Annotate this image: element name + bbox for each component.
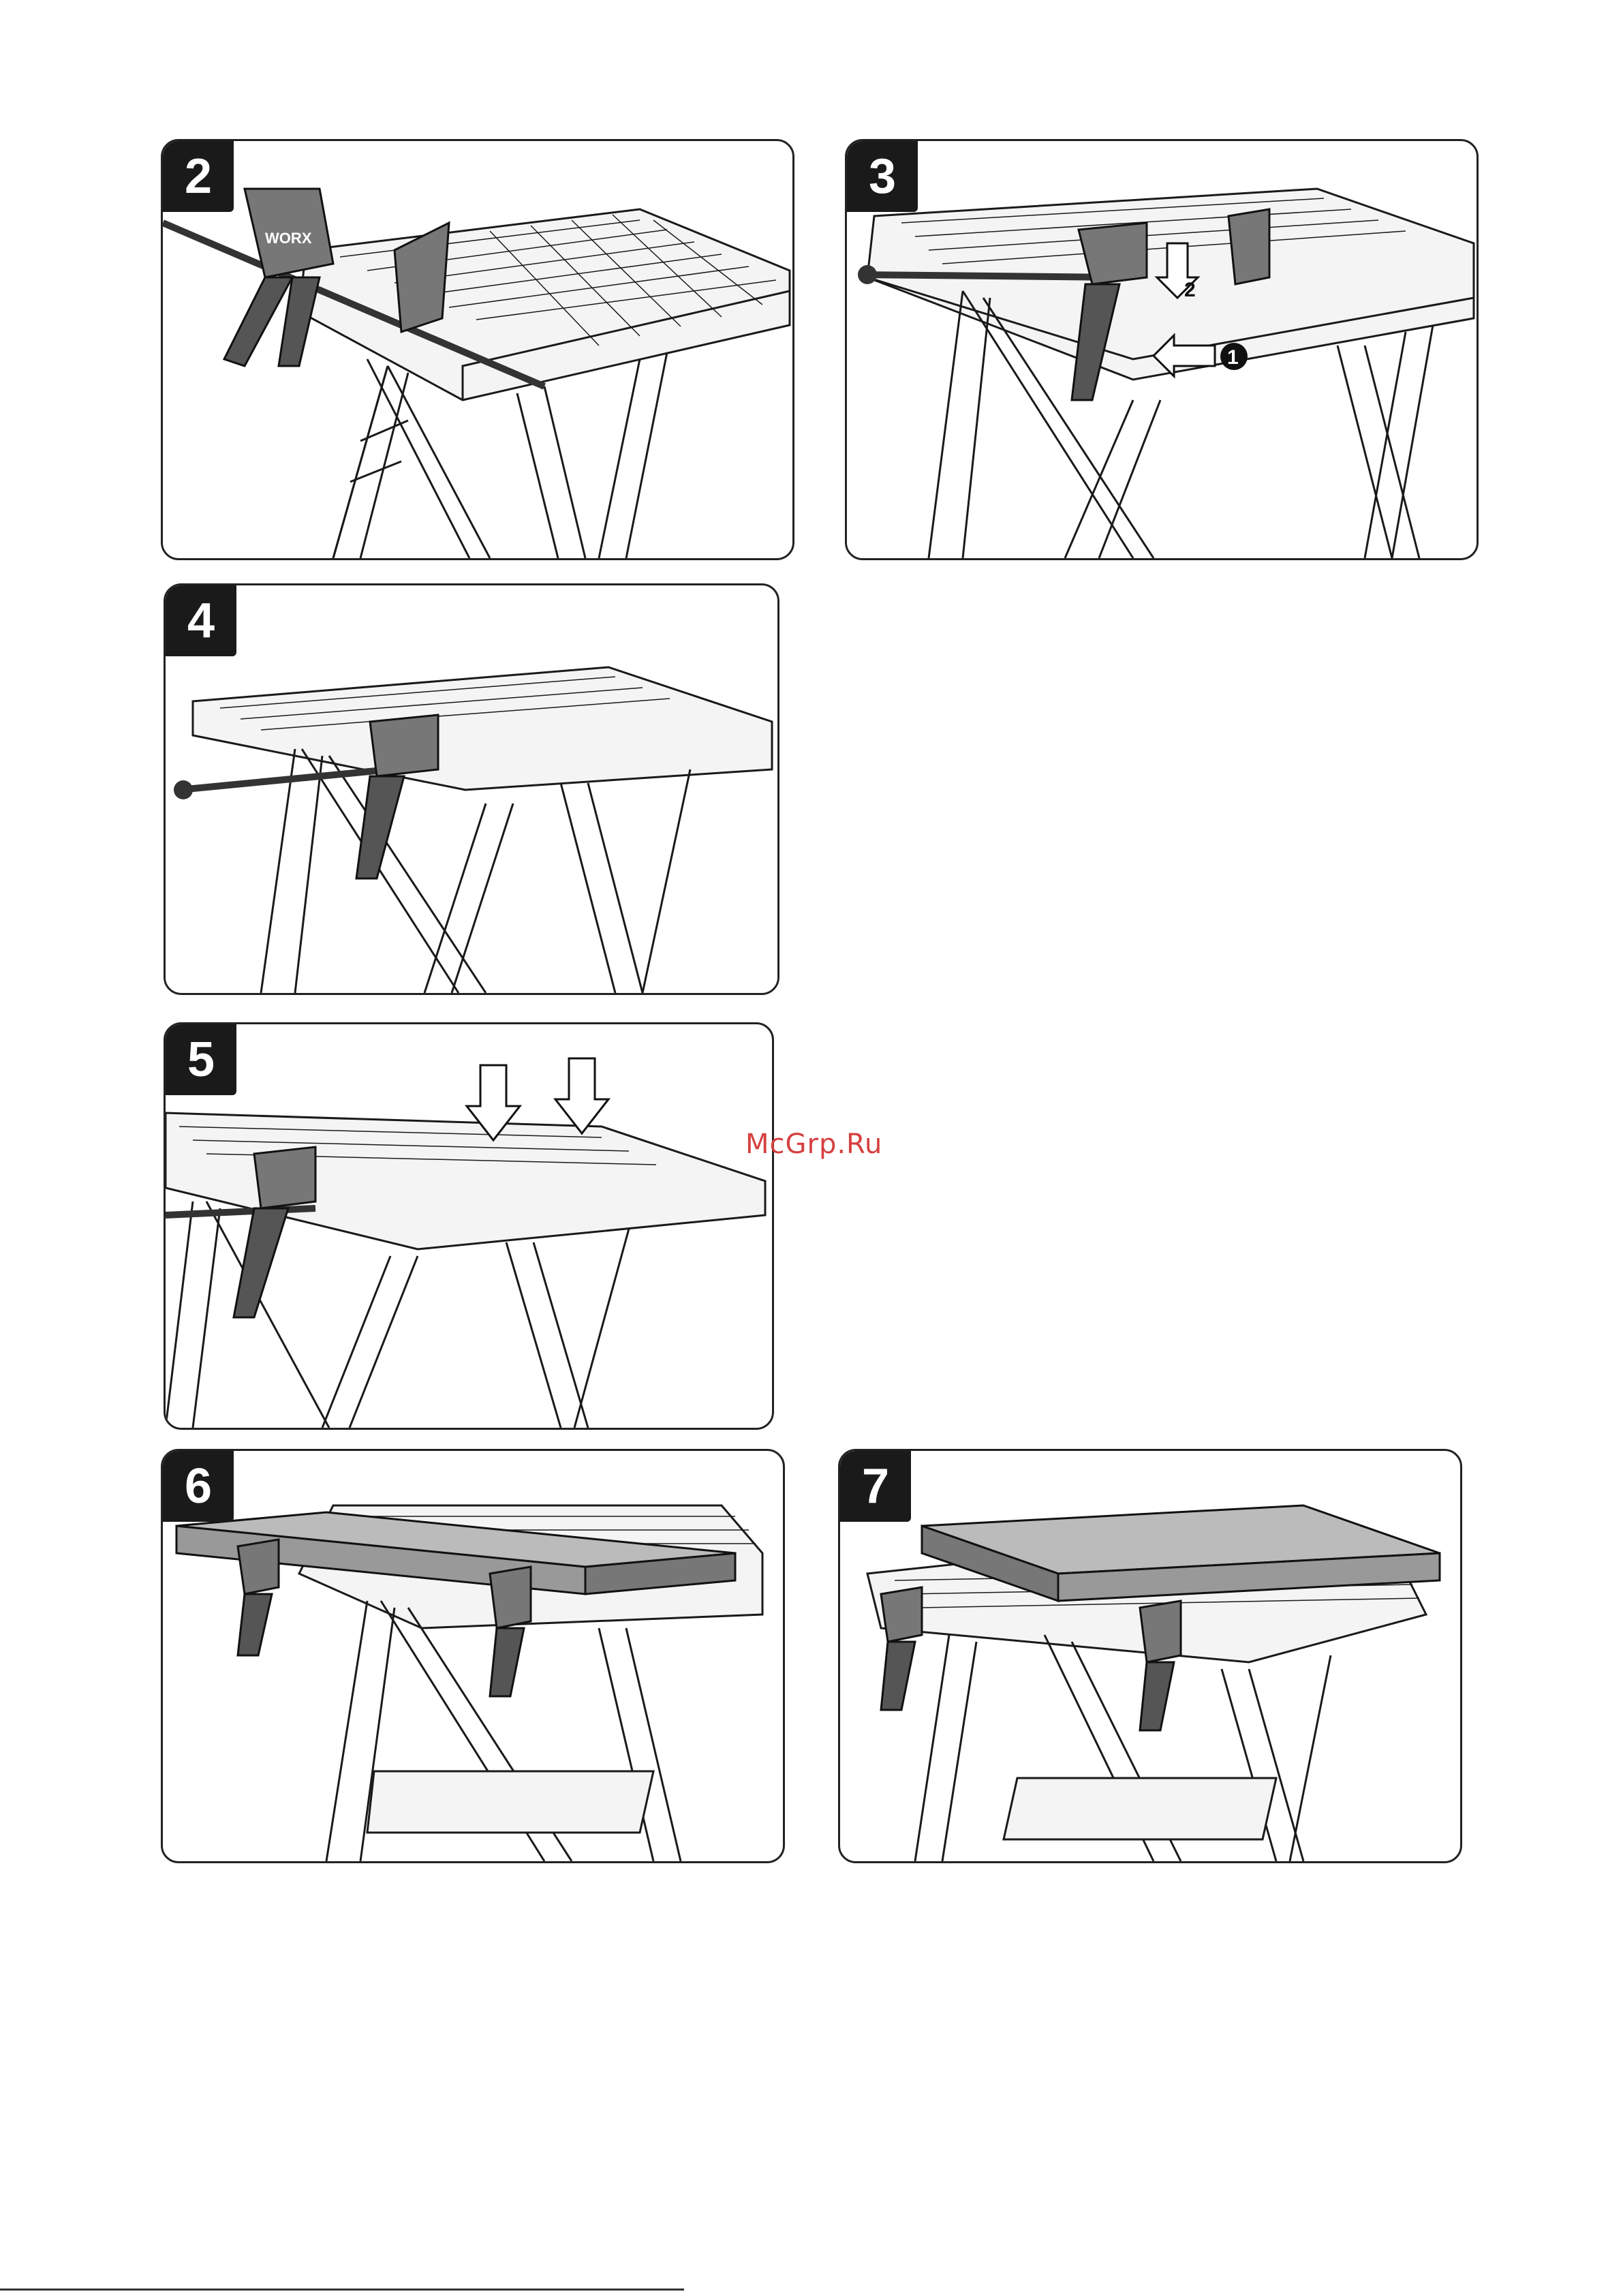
workbench-board-drawing	[163, 1451, 783, 1861]
step-number-badge: 5	[166, 1024, 236, 1095]
step-number-badge: 6	[163, 1451, 234, 1522]
step-number-badge: 7	[840, 1451, 911, 1522]
step-number-badge: 2	[163, 141, 234, 212]
watermark: McGrp.Ru	[745, 1129, 882, 1160]
step-5-illustration: 5	[164, 1022, 774, 1430]
step-number-badge: 3	[847, 141, 918, 212]
workbench-clamp-drawing: 2 1	[847, 141, 1477, 558]
step-number-badge: 4	[166, 585, 236, 656]
step-6-illustration: 6	[161, 1449, 785, 1863]
workbench-clamp-drawing: WORX	[163, 141, 792, 558]
step-3-illustration: 2 1 3	[845, 139, 1479, 560]
step-4-illustration: 4	[164, 583, 779, 995]
step-7-illustration: 7	[838, 1449, 1462, 1863]
footer-divider	[0, 2289, 684, 2291]
step-2-illustration: WORX 2	[161, 139, 794, 560]
callout-1: 1	[1227, 346, 1239, 369]
svg-text:WORX: WORX	[265, 230, 312, 247]
workbench-clamp-drawing	[166, 1024, 772, 1428]
callout-2: 2	[1184, 279, 1196, 301]
workbench-board-drawing	[840, 1451, 1460, 1861]
workbench-clamp-drawing	[166, 585, 777, 993]
